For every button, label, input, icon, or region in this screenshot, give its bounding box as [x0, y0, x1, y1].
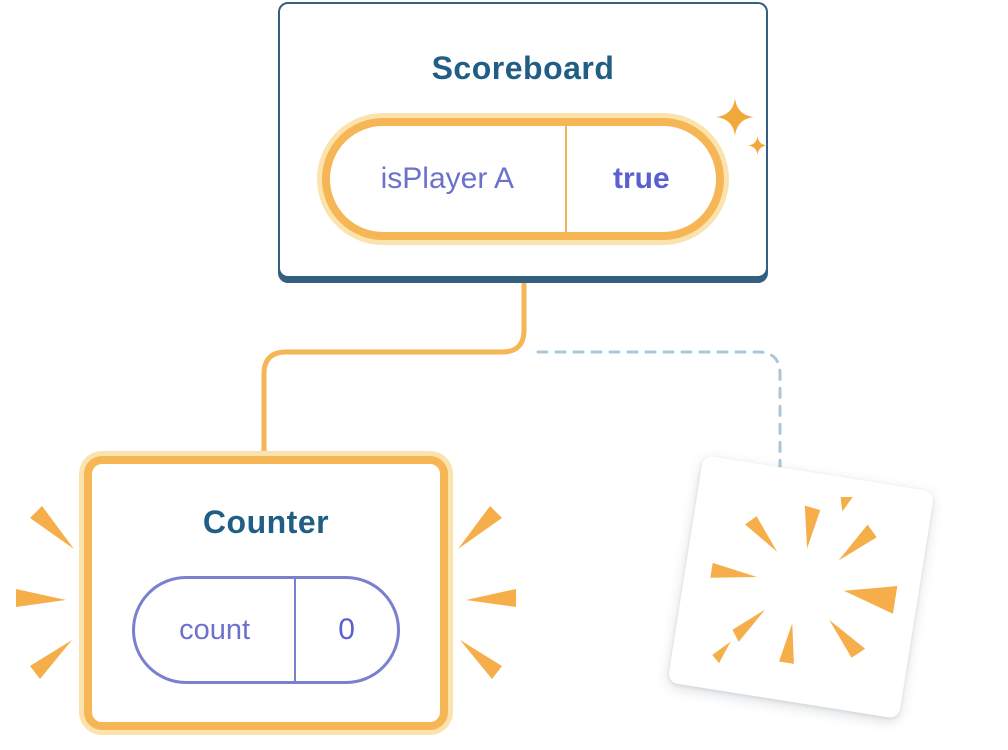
scoreboard-card: Scoreboard isPlayer A true [278, 2, 768, 278]
state-name-cell: count [135, 579, 294, 681]
prop-value: true [612, 162, 670, 195]
edge-scoreboard-counter [261, 277, 527, 463]
burst-left-icon [16, 506, 74, 679]
sparkle-large-icon [716, 98, 754, 136]
prop-name: isPlayer A [380, 162, 514, 195]
removed-card [667, 455, 935, 719]
sparkle-small-icon [748, 136, 767, 155]
edge-scoreboard-removed [536, 350, 782, 472]
counter-card: Counter count 0 [84, 456, 448, 730]
state-value-cell: 0 [294, 579, 397, 681]
scoreboard-title: Scoreboard [431, 50, 615, 86]
state-name: count [179, 613, 251, 646]
explosion-burst-icon [710, 496, 898, 664]
state-pill: count 0 [132, 576, 400, 684]
burst-right-icon [458, 506, 516, 679]
prop-name-cell: isPlayer A [330, 126, 565, 232]
counter-title: Counter [202, 504, 330, 540]
prop-value-cell: true [564, 126, 716, 232]
prop-pill: isPlayer A true [322, 118, 724, 240]
state-value: 0 [338, 613, 355, 646]
